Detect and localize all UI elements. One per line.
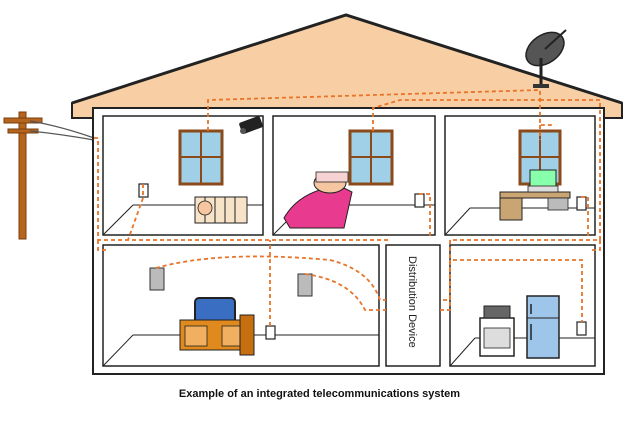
computer-desk-icon <box>499 169 571 221</box>
outlet-icon <box>138 183 587 340</box>
satellite-dish-icon <box>525 29 567 88</box>
wall-panel-left <box>149 267 165 291</box>
roof <box>71 13 623 119</box>
diagram-caption: Example of an integrated telecommunicati… <box>178 388 461 400</box>
stove-icon <box>479 305 515 357</box>
window-room-1 <box>178 129 224 186</box>
crib-icon <box>194 196 248 224</box>
telecom-wiring <box>94 89 601 326</box>
camera-icon <box>239 116 263 134</box>
window-room-2 <box>348 129 394 186</box>
refrigerator-icon <box>526 295 560 359</box>
utility-pole <box>3 111 95 240</box>
wall-panel-center <box>297 273 313 297</box>
distribution-device-label: Distribution Device <box>406 256 418 348</box>
bed-icon <box>283 171 353 229</box>
distribution-device: Distribution Device <box>406 256 418 348</box>
television-icon <box>179 297 255 356</box>
